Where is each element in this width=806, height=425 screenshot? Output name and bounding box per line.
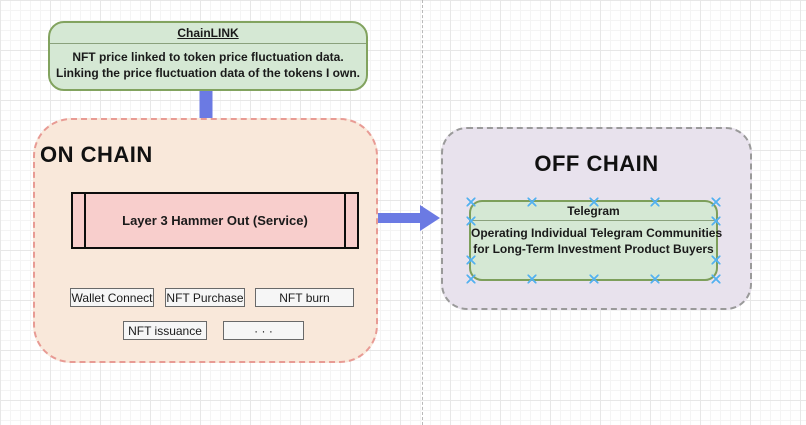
connection-point-icon[interactable] (589, 197, 598, 207)
connection-point-icon[interactable] (711, 197, 721, 207)
on-chain-title: ON CHAIN (40, 142, 153, 167)
connection-point-icon[interactable] (711, 274, 721, 284)
connection-point-icon[interactable] (650, 197, 660, 207)
connection-point-icon[interactable] (650, 274, 660, 284)
chainlink-body-line2: Linking the price fluctuation data of th… (55, 66, 360, 80)
process-node-layer3[interactable]: Layer 3 Hammer Out (Service) (71, 192, 359, 249)
chainlink-title: ChainLINK (50, 23, 366, 44)
off-chain-container[interactable]: OFF CHAIN Telegram Operating Individual … (441, 127, 752, 310)
connection-point-icon[interactable] (589, 274, 598, 284)
right-arrow-icon[interactable] (378, 205, 440, 231)
telegram-body-line1: Operating Individual Telegram Communitie… (471, 226, 723, 240)
off-chain-title: OFF CHAIN (534, 151, 659, 176)
connection-point-icon[interactable] (466, 274, 476, 284)
connection-point-icon[interactable] (527, 274, 537, 284)
chip-nft-purchase[interactable]: NFT Purchase (165, 288, 245, 307)
telegram-body: Operating Individual Telegram Communitie… (471, 221, 723, 257)
process-label: Layer 3 Hammer Out (Service) (122, 213, 308, 228)
connection-point-icon[interactable] (527, 197, 537, 207)
on-chain-container[interactable]: ON CHAIN Layer 3 Hammer Out (Service) Wa… (33, 118, 378, 363)
connection-point-icon[interactable] (466, 197, 476, 207)
chainlink-body: NFT price linked to token price fluctuat… (50, 44, 366, 81)
chip-wallet-connect[interactable]: Wallet Connect (70, 288, 154, 307)
telegram-node[interactable]: Telegram Operating Individual Telegram C… (466, 197, 723, 284)
telegram-body-line2: for Long-Term Investment Product Buyers (473, 242, 714, 256)
chainlink-node[interactable]: ChainLINK NFT price linked to token pric… (48, 21, 368, 91)
telegram-title: Telegram (471, 202, 716, 221)
connection-point-icon[interactable] (466, 216, 476, 226)
chainlink-body-line1: NFT price linked to token price fluctuat… (72, 50, 344, 64)
chip-nft-issuance[interactable]: NFT issuance (123, 321, 207, 340)
chip-ellipsis[interactable]: · · · (223, 321, 304, 340)
chip-nft-burn[interactable]: NFT burn (255, 288, 354, 307)
connection-point-icon[interactable] (466, 255, 476, 265)
connection-point-icon[interactable] (711, 216, 721, 226)
connection-point-icon[interactable] (711, 255, 721, 265)
